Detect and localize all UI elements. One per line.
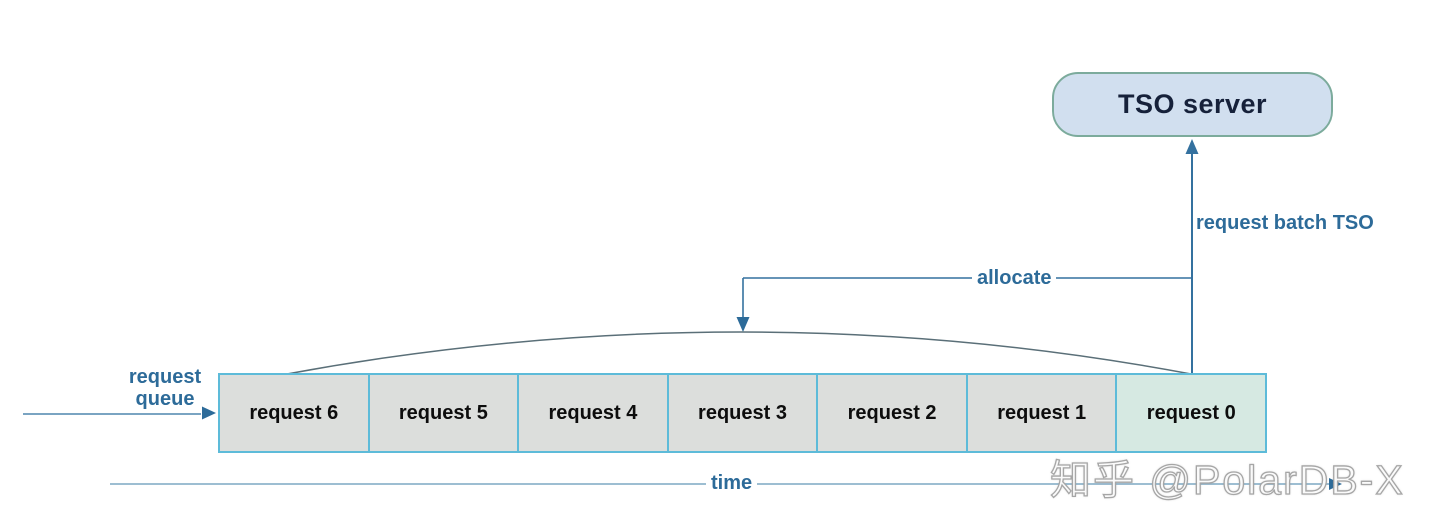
queue-cell-label: request 0 bbox=[1146, 401, 1236, 424]
queue-cell-label: request 5 bbox=[398, 401, 488, 424]
queue-arc bbox=[286, 331, 1192, 375]
allocate-arrowhead-icon bbox=[736, 317, 750, 332]
time-axis-arrowhead-icon bbox=[1329, 478, 1342, 490]
queue-cell-label: request 6 bbox=[249, 401, 339, 424]
queue-cell: request 2 bbox=[818, 375, 968, 451]
tso-server-label: TSO server bbox=[1117, 89, 1268, 119]
queue-cell: request 6 bbox=[220, 375, 370, 451]
request-batch-tso-label: request batch TSO bbox=[1196, 212, 1374, 234]
queue-cell-label: request 2 bbox=[847, 401, 937, 424]
watermark: 知乎 @PolarDB-X bbox=[1049, 456, 1405, 503]
queue-cell-label: request 4 bbox=[548, 401, 638, 424]
queue-cell: request 3 bbox=[668, 375, 819, 451]
queue-cell: request 0 bbox=[1117, 375, 1266, 451]
time-axis-label: time bbox=[706, 472, 758, 495]
request-batch-arrowhead-icon bbox=[1185, 139, 1199, 154]
queue-cell-label: request 1 bbox=[997, 401, 1087, 424]
request-queue-label: request queue bbox=[128, 366, 202, 410]
queue-cell: request 1 bbox=[967, 375, 1118, 451]
queue-cell-label: request 3 bbox=[698, 401, 787, 424]
queue-cell: request 5 bbox=[369, 375, 520, 451]
request-queue-arrowhead-icon bbox=[202, 406, 216, 420]
allocate-label: allocate bbox=[972, 267, 1057, 290]
tso-server-node: TSO server bbox=[1052, 72, 1333, 137]
queue-cell: request 4 bbox=[519, 375, 669, 451]
request-queue-row: request 6 request 5 request 4 request 3 requ… bbox=[218, 373, 1267, 453]
